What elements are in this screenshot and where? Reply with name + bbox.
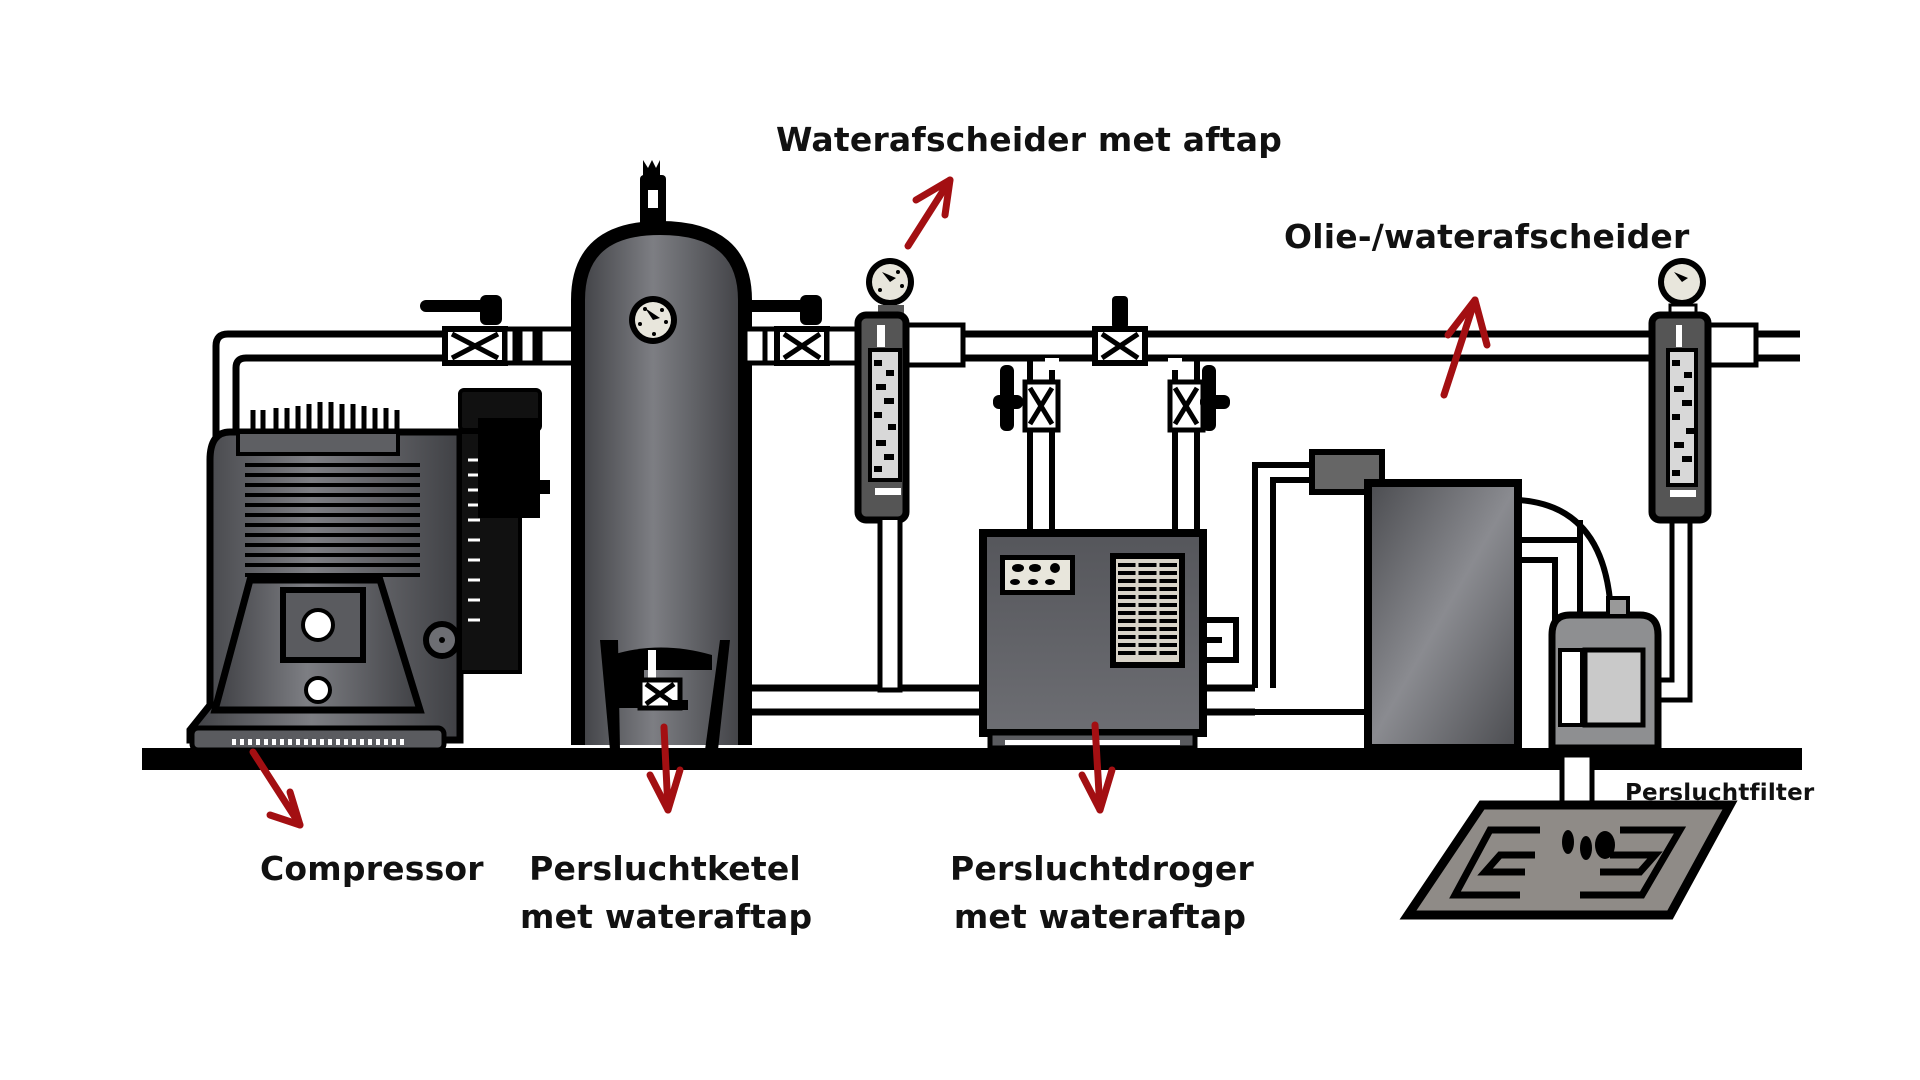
arrow-dryer <box>1078 721 1116 814</box>
label-tank: Persluchtketel met wateraftap <box>520 845 813 941</box>
water-separator-unit <box>854 258 966 693</box>
oil-water-separator-unit <box>1309 449 1662 838</box>
dryer-bypass-valves <box>993 296 1230 540</box>
label-dryer-line1: Persluchtdroger <box>950 849 1254 888</box>
label-dryer-line2: met wateraftap <box>953 897 1247 936</box>
compressor-unit <box>186 295 583 753</box>
label-oil-water-separator: Olie-/waterafscheider <box>1284 217 1690 256</box>
arrow-water-separator <box>904 176 954 250</box>
air-dryer-unit <box>979 529 1207 751</box>
annotation-arrows <box>249 176 1491 829</box>
arrow-compressor <box>249 748 304 829</box>
arrow-oil-water-separator <box>1440 296 1491 399</box>
label-tank-line1: Persluchtketel <box>529 849 801 888</box>
floor-line <box>142 748 1802 770</box>
label-dryer: Persluchtdroger met wateraftap <box>950 845 1254 941</box>
floor-drain-grate <box>1399 800 1738 920</box>
air-filter-unit <box>1648 258 1759 703</box>
dryer-outlet-pipe <box>1203 462 1365 715</box>
label-water-separator: Waterafscheider met aftap <box>776 120 1283 159</box>
air-tank <box>571 160 752 750</box>
arrow-tank <box>646 723 684 814</box>
label-air-filter: Persluchtfilter <box>1625 780 1815 806</box>
label-tank-line2: met wateraftap <box>520 897 813 936</box>
label-compressor: Compressor <box>260 849 484 888</box>
tank-outlet-valve <box>742 295 866 366</box>
